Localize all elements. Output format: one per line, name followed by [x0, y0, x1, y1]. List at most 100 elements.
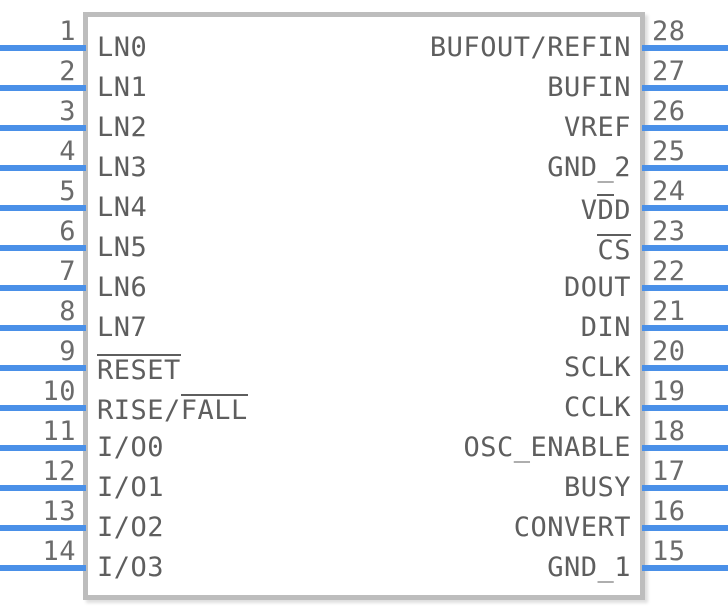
label-plain-segment: I/O1 [97, 472, 165, 503]
pin-label-din: DIN [581, 314, 631, 341]
pin-lead-8[interactable] [0, 325, 86, 331]
pin-label-vref: VREF [564, 114, 631, 141]
pin-label-ln5: LN5 [97, 234, 147, 261]
label-plain-segment: V [580, 195, 598, 226]
pin-lead-22[interactable] [642, 285, 728, 291]
pin-lead-9[interactable] [0, 365, 86, 371]
pin-number-23: 23 [652, 216, 686, 247]
pin-lead-2[interactable] [0, 85, 86, 91]
pin-lead-26[interactable] [642, 125, 728, 131]
pin-label-reset: RESET [97, 354, 181, 384]
pin-label-vdd: VDD [581, 194, 631, 224]
pin-label-osc-enable: OSC_ENABLE [463, 434, 631, 461]
pin-lead-1[interactable] [0, 45, 86, 51]
pin-label-convert: CONVERT [514, 514, 631, 541]
label-plain-segment: DOUT [563, 272, 631, 303]
pin-number-13: 13 [42, 496, 76, 527]
label-plain-segment: CONVERT [513, 512, 631, 543]
pin-lead-6[interactable] [0, 245, 86, 251]
pin-lead-25[interactable] [642, 165, 728, 171]
pin-lead-27[interactable] [642, 85, 728, 91]
chip-body-outline [83, 12, 645, 600]
pin-label-i-o1: I/O1 [97, 474, 164, 501]
pin-number-4: 4 [59, 136, 76, 167]
overbar-segment: FALL [180, 394, 248, 426]
pin-label-busy: BUSY [564, 474, 631, 501]
pin-number-10: 10 [42, 376, 76, 407]
pin-lead-17[interactable] [642, 485, 728, 491]
pin-lead-24[interactable] [642, 205, 728, 211]
pin-number-22: 22 [652, 256, 686, 287]
pin-label-cs: CS [597, 234, 631, 264]
pin-number-18: 18 [652, 416, 686, 447]
label-plain-segment: BUFOUT/REFIN [429, 32, 631, 63]
pin-lead-3[interactable] [0, 125, 86, 131]
pin-number-24: 24 [652, 176, 686, 207]
pin-lead-23[interactable] [642, 245, 728, 251]
pin-lead-12[interactable] [0, 485, 86, 491]
pin-number-27: 27 [652, 56, 686, 87]
label-plain-segment: CCLK [563, 392, 631, 423]
pin-number-28: 28 [652, 16, 686, 47]
pin-number-1: 1 [59, 16, 76, 47]
pin-number-14: 14 [42, 536, 76, 567]
pin-lead-18[interactable] [642, 445, 728, 451]
pin-label-ln3: LN3 [97, 154, 147, 181]
pin-number-2: 2 [59, 56, 76, 87]
label-plain-segment: SCLK [563, 352, 631, 383]
pin-label-ln1: LN1 [97, 74, 147, 101]
pin-lead-10[interactable] [0, 405, 86, 411]
pin-lead-21[interactable] [642, 325, 728, 331]
pin-lead-20[interactable] [642, 365, 728, 371]
pin-lead-4[interactable] [0, 165, 86, 171]
pin-lead-19[interactable] [642, 405, 728, 411]
pin-lead-16[interactable] [642, 525, 728, 531]
pin-label-ln4: LN4 [97, 194, 147, 221]
label-plain-segment: GND_1 [547, 552, 631, 583]
pin-lead-15[interactable] [642, 565, 728, 571]
label-plain-segment: LN4 [97, 192, 148, 223]
pin-number-7: 7 [59, 256, 76, 287]
pin-lead-13[interactable] [0, 525, 86, 531]
overbar-segment: D [597, 194, 615, 226]
pin-number-19: 19 [652, 376, 686, 407]
pin-label-ln6: LN6 [97, 274, 147, 301]
pin-label-sclk: SCLK [564, 354, 631, 381]
pin-number-11: 11 [42, 416, 76, 447]
pin-number-17: 17 [652, 456, 686, 487]
pin-label-cclk: CCLK [564, 394, 631, 421]
pin-label-rise-fall: RISE/FALL [97, 394, 248, 424]
label-plain-segment: I/O2 [97, 512, 165, 543]
overbar-segment: CS [597, 234, 631, 266]
pin-lead-28[interactable] [642, 45, 728, 51]
pin-label-bufout-refin: BUFOUT/REFIN [430, 34, 631, 61]
label-plain-segment: VREF [563, 112, 631, 143]
pin-lead-11[interactable] [0, 445, 86, 451]
label-plain-segment: GND_2 [547, 152, 631, 183]
pin-number-3: 3 [59, 96, 76, 127]
pin-label-gnd-1: GND_1 [547, 554, 631, 581]
pin-label-dout: DOUT [564, 274, 631, 301]
pin-number-26: 26 [652, 96, 686, 127]
pin-lead-7[interactable] [0, 285, 86, 291]
label-plain-segment: LN7 [97, 312, 148, 343]
pin-number-21: 21 [652, 296, 686, 327]
label-plain-segment: I/O0 [97, 432, 165, 463]
pin-label-i-o0: I/O0 [97, 434, 164, 461]
pin-label-bufin: BUFIN [547, 74, 631, 101]
pin-lead-5[interactable] [0, 205, 86, 211]
label-plain-segment: LN6 [97, 272, 148, 303]
pin-number-25: 25 [652, 136, 686, 167]
pin-number-8: 8 [59, 296, 76, 327]
label-plain-segment: OSC_ENABLE [463, 432, 631, 463]
pin-label-ln7: LN7 [97, 314, 147, 341]
label-plain-segment: LN5 [97, 232, 148, 263]
pin-label-gnd-2: GND_2 [547, 154, 631, 181]
label-plain-segment: LN3 [97, 152, 148, 183]
pin-number-6: 6 [59, 216, 76, 247]
label-plain-segment: RISE/ [97, 395, 181, 426]
label-plain-segment: LN1 [97, 72, 148, 103]
pin-number-15: 15 [652, 536, 686, 567]
pin-number-20: 20 [652, 336, 686, 367]
pin-lead-14[interactable] [0, 565, 86, 571]
